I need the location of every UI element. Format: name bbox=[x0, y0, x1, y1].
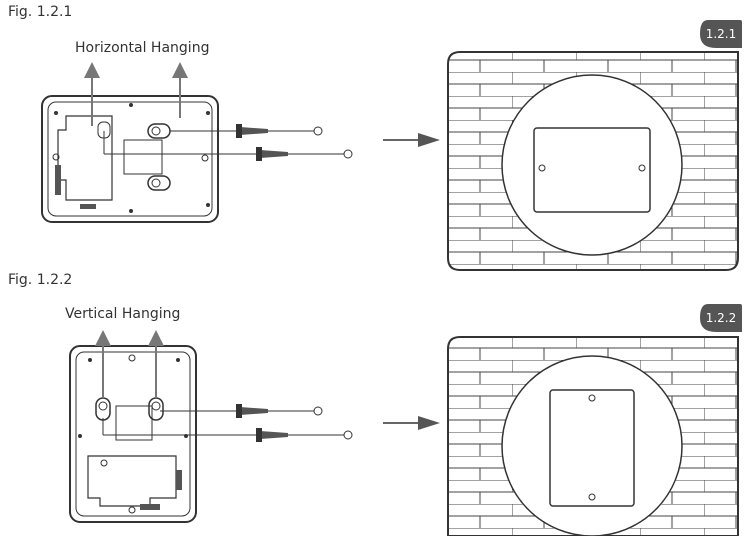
figure-1-direction-arrow bbox=[383, 133, 440, 147]
figure-1-mounting-plate bbox=[533, 127, 651, 213]
figure-2-device-back bbox=[69, 345, 197, 523]
figure-1-device-back bbox=[41, 95, 219, 223]
figure-1-pointer-arrows bbox=[84, 62, 188, 126]
figure-1-badge: 1.2.1 bbox=[700, 20, 742, 48]
figure-2-badge-text: 1.2.2 bbox=[706, 311, 737, 325]
figure-2-mounting-plate bbox=[549, 389, 635, 507]
figure-2-brick-wall bbox=[447, 336, 739, 536]
figure-2-pointer-arrows bbox=[95, 330, 164, 398]
figure-2-screws bbox=[102, 404, 353, 442]
figure-1-screws bbox=[103, 124, 353, 161]
figure-1-caption: Fig. 1.2.1 bbox=[8, 4, 73, 20]
figure-2-caption: Fig. 1.2.2 bbox=[8, 272, 73, 288]
figure-2-badge: 1.2.2 bbox=[700, 304, 742, 332]
figure-2-direction-arrow bbox=[383, 416, 440, 430]
figure-1-brick-wall bbox=[447, 51, 739, 271]
figure-1-title: Horizontal Hanging bbox=[75, 40, 210, 56]
figure-1-badge-text: 1.2.1 bbox=[706, 27, 737, 41]
figure-2-title: Vertical Hanging bbox=[65, 306, 181, 322]
